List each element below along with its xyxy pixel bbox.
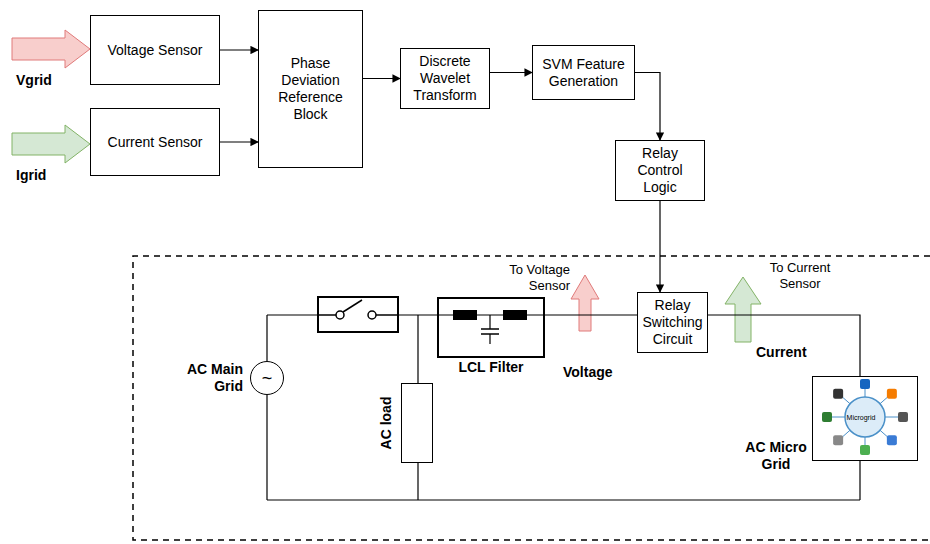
process-box: Phase Deviation Reference Block — [258, 10, 363, 168]
ac-source: AC Main Grid~ — [250, 361, 284, 395]
circuit-wires — [267, 315, 860, 500]
voltage-input-arrow — [12, 30, 90, 68]
connector — [708, 315, 860, 376]
source-label: AC Main Grid — [171, 361, 243, 395]
icon-text: Microgrid — [835, 413, 887, 423]
filter-label: LCL Filter — [439, 359, 543, 376]
relay-box: Relay Switching Circuit — [637, 292, 708, 353]
box-label: SVM Feature Generation — [536, 56, 631, 90]
connector — [545, 314, 637, 315]
load-resistor: AC load — [401, 383, 433, 463]
signal-name: Current — [756, 344, 812, 361]
connector — [635, 73, 660, 141]
current-sense-arrow — [725, 277, 761, 342]
signal-name: Vgrid — [16, 72, 76, 89]
box-label: Voltage Sensor — [108, 42, 203, 59]
connector — [659, 201, 660, 292]
process-box: SVM Feature Generation — [532, 45, 635, 100]
lcl-filter-symbol — [439, 310, 543, 344]
connector — [363, 78, 400, 79]
process-box: Discrete Wavelet Transform — [400, 48, 490, 109]
current-input-arrow — [12, 125, 90, 163]
dashed-boundary — [133, 256, 930, 540]
sensor-box: Voltage Sensor — [90, 15, 220, 85]
box-label: Relay Switching Circuit — [641, 297, 704, 348]
voltage-sense-arrow — [571, 275, 599, 331]
box-label: Current Sensor — [108, 134, 203, 151]
sensor-note: To Voltage Sensor — [488, 262, 570, 294]
filter-box: LCL Filter — [437, 297, 545, 358]
sensor-note: To Current Sensor — [768, 260, 832, 292]
signal-name: Igrid — [16, 167, 76, 184]
ac-symbol: ~ — [262, 369, 273, 387]
microgrid-label: AC Micro Grid — [743, 439, 809, 473]
box-label: Relay Control Logic — [619, 145, 701, 196]
load-label: AC load — [378, 397, 395, 450]
connector — [220, 141, 258, 142]
connector — [490, 72, 532, 73]
box-label: Phase Deviation Reference Block — [262, 55, 359, 123]
signal-name: Voltage — [563, 364, 625, 381]
box-label: Discrete Wavelet Transform — [404, 53, 486, 104]
switch-symbol — [318, 297, 398, 332]
logic-box: Relay Control Logic — [615, 140, 705, 201]
connector — [220, 49, 258, 50]
sensor-box: Current Sensor — [90, 108, 220, 176]
